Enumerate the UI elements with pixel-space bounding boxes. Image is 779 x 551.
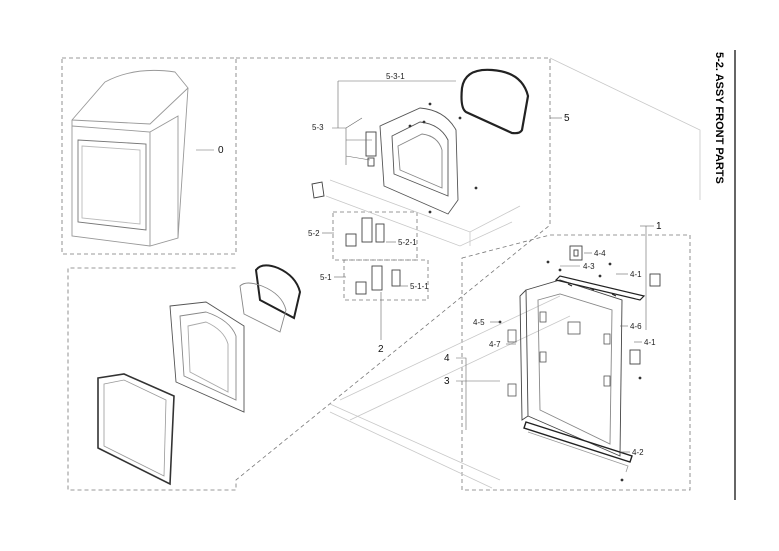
guide-lines [325, 57, 701, 489]
callout-5-2: 5-2 [308, 229, 320, 238]
callout-1: 1 [656, 221, 662, 232]
callout-4: 4 [444, 353, 450, 364]
frame-assembled-dryer [61, 57, 237, 255]
callout-5-1-1: 5-1-1 [410, 282, 429, 291]
kick-plate-drawing [523, 421, 633, 473]
top-cover-bar-drawing [554, 275, 646, 301]
callout-4-6: 4-6 [630, 322, 642, 331]
callout-3: 3 [444, 376, 450, 387]
side-bracket-4-1 [629, 273, 661, 365]
frame-door-assy [67, 57, 551, 491]
callout-0: 0 [218, 145, 224, 156]
callout-4-5: 4-5 [473, 318, 485, 327]
callout-5-1: 5-1 [320, 273, 332, 282]
screws-panel [498, 260, 642, 482]
door-hinge-bracket-drawing [311, 131, 377, 199]
frame-hinge-5-2 [332, 211, 418, 261]
hinge-5-1-drawing [355, 265, 401, 295]
leader-4 [456, 357, 467, 430]
page-title: 5-2. ASSY FRONT PARTS [713, 52, 725, 184]
frame-control-panel [461, 234, 691, 491]
callout-4-3: 4-3 [583, 262, 595, 271]
callout-4-4: 4-4 [594, 249, 606, 258]
callout-4-1b: 4-1 [644, 338, 656, 347]
callout-5-3: 5-3 [312, 123, 324, 132]
door-inner-frame-drawing [379, 107, 459, 215]
frame-hinge-5-1 [343, 259, 429, 301]
hinge-bracket-4-4 [569, 245, 583, 261]
callout-4-1a: 4-1 [630, 270, 642, 279]
door-outer-panel-drawing [97, 373, 175, 486]
callout-5-3-1: 5-3-1 [386, 72, 405, 81]
door-frame-lower-drawing [169, 301, 245, 413]
dryer-assembled-drawing [71, 69, 189, 247]
callout-2: 2 [378, 344, 384, 355]
door-gasket-drawing [460, 68, 530, 135]
leader-5-3 [332, 81, 372, 165]
callout-5-2-1: 5-2-1 [398, 238, 417, 247]
callout-5: 5 [564, 113, 570, 124]
screws-upper [408, 102, 478, 214]
callout-4-2: 4-2 [632, 448, 644, 457]
front-frame-drawing [519, 279, 623, 457]
front-frame-slots [507, 311, 611, 397]
hinge-5-2-drawing [345, 217, 385, 247]
door-glass-gasket-drawing [239, 264, 302, 333]
callout-4-7: 4-7 [489, 340, 501, 349]
group-frames [61, 57, 691, 491]
